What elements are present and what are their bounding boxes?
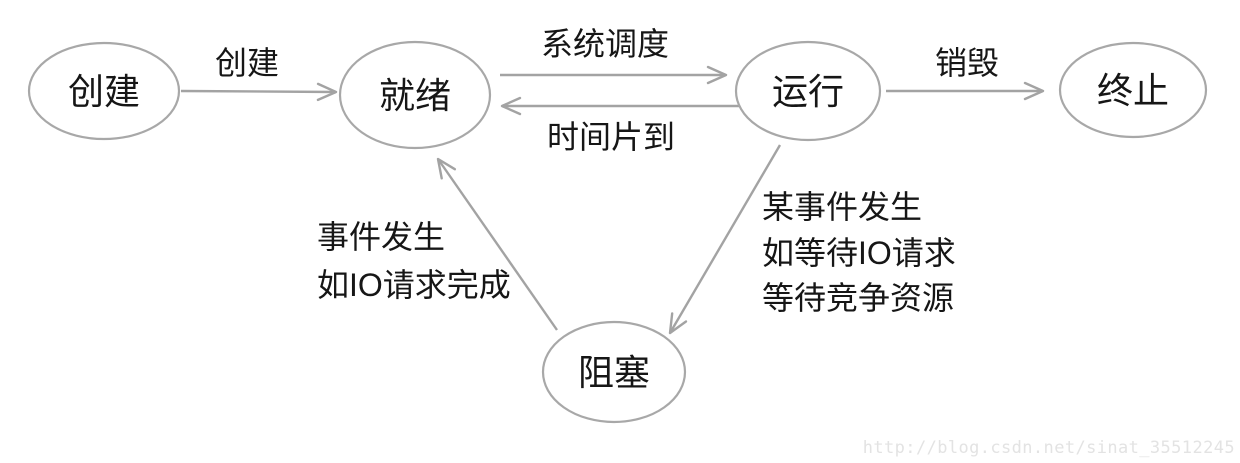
terminated-node-ellipse (1058, 41, 1208, 139)
terminated-node-label: 终止 (1097, 70, 1169, 111)
edge-label-timeslice-expired: 时间片到 (547, 119, 675, 155)
block-event-line-1: 某事件发生 (762, 189, 922, 225)
edge-label-wake-event: 事件发生 如IO请求完成 (317, 219, 511, 303)
blocked-node-ellipse (541, 320, 687, 424)
edge-blocked-to-ready (436, 157, 558, 331)
state-node-terminated: 终止 (1058, 41, 1208, 139)
running-node-ellipse (734, 40, 882, 142)
edge-create-to-ready (180, 82, 338, 102)
create-node-label: 创建 (68, 71, 140, 112)
state-node-ready: 就绪 (338, 40, 492, 150)
block-event-line-3: 等待竞争资源 (762, 280, 954, 316)
state-node-blocked: 阻塞 (541, 320, 687, 424)
state-node-create: 创建 (27, 41, 181, 141)
csdn-watermark: http://blog.csdn.net/sinat_35512245 (862, 438, 1235, 458)
edge-label-destroy: 销毁 (935, 45, 999, 81)
ready-node-label: 就绪 (379, 75, 451, 116)
wake-event-line-2: 如IO请求完成 (317, 267, 511, 303)
block-event-line-2: 如等待IO请求 (762, 235, 956, 271)
create-node-ellipse (27, 41, 181, 141)
edge-label-create: 创建 (215, 45, 279, 81)
ready-node-ellipse (338, 40, 492, 150)
edge-label-system-schedule: 系统调度 (541, 26, 669, 62)
edge-label-block-event: 某事件发生 如等待IO请求 等待竞争资源 (762, 189, 956, 316)
running-node-label: 运行 (772, 71, 844, 112)
blocked-node-label: 阻塞 (578, 352, 650, 393)
edge-running-to-blocked (668, 144, 782, 335)
wake-event-line-1: 事件发生 (317, 219, 445, 255)
state-node-running: 运行 (734, 40, 882, 142)
